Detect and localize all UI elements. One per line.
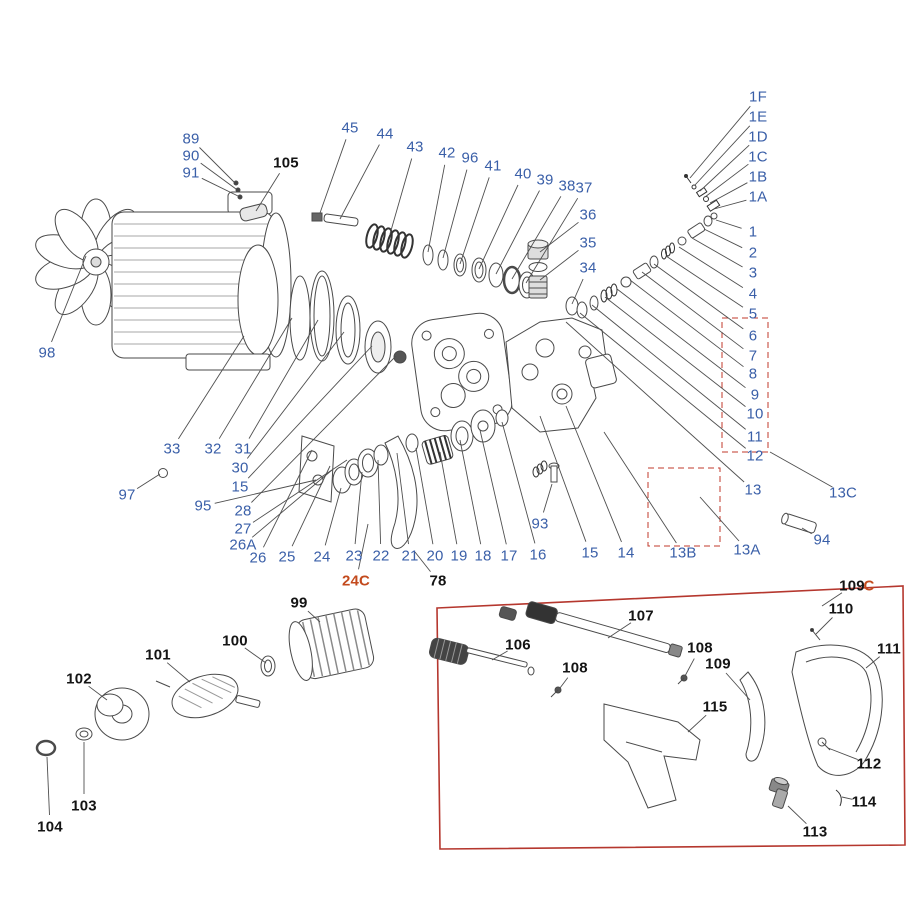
motor (111, 191, 292, 371)
screw-97 (158, 468, 168, 478)
group-box-valves-dashed (721, 317, 769, 453)
screw-set-1a-1f (684, 174, 721, 212)
seals-and-bearing (289, 270, 407, 374)
ribbed-sleeve (421, 435, 454, 465)
rotor-kit (35, 608, 375, 757)
pump-head (505, 317, 617, 433)
connecting-arm (384, 435, 418, 549)
nipple-94 (781, 512, 817, 534)
group-box-13b-dashed (647, 467, 721, 547)
group-box-gun-kit (436, 585, 906, 850)
bolt-93 (532, 460, 560, 483)
pump-front-plate (411, 312, 513, 432)
gun-kit (429, 601, 883, 809)
valve-chain (576, 212, 718, 319)
